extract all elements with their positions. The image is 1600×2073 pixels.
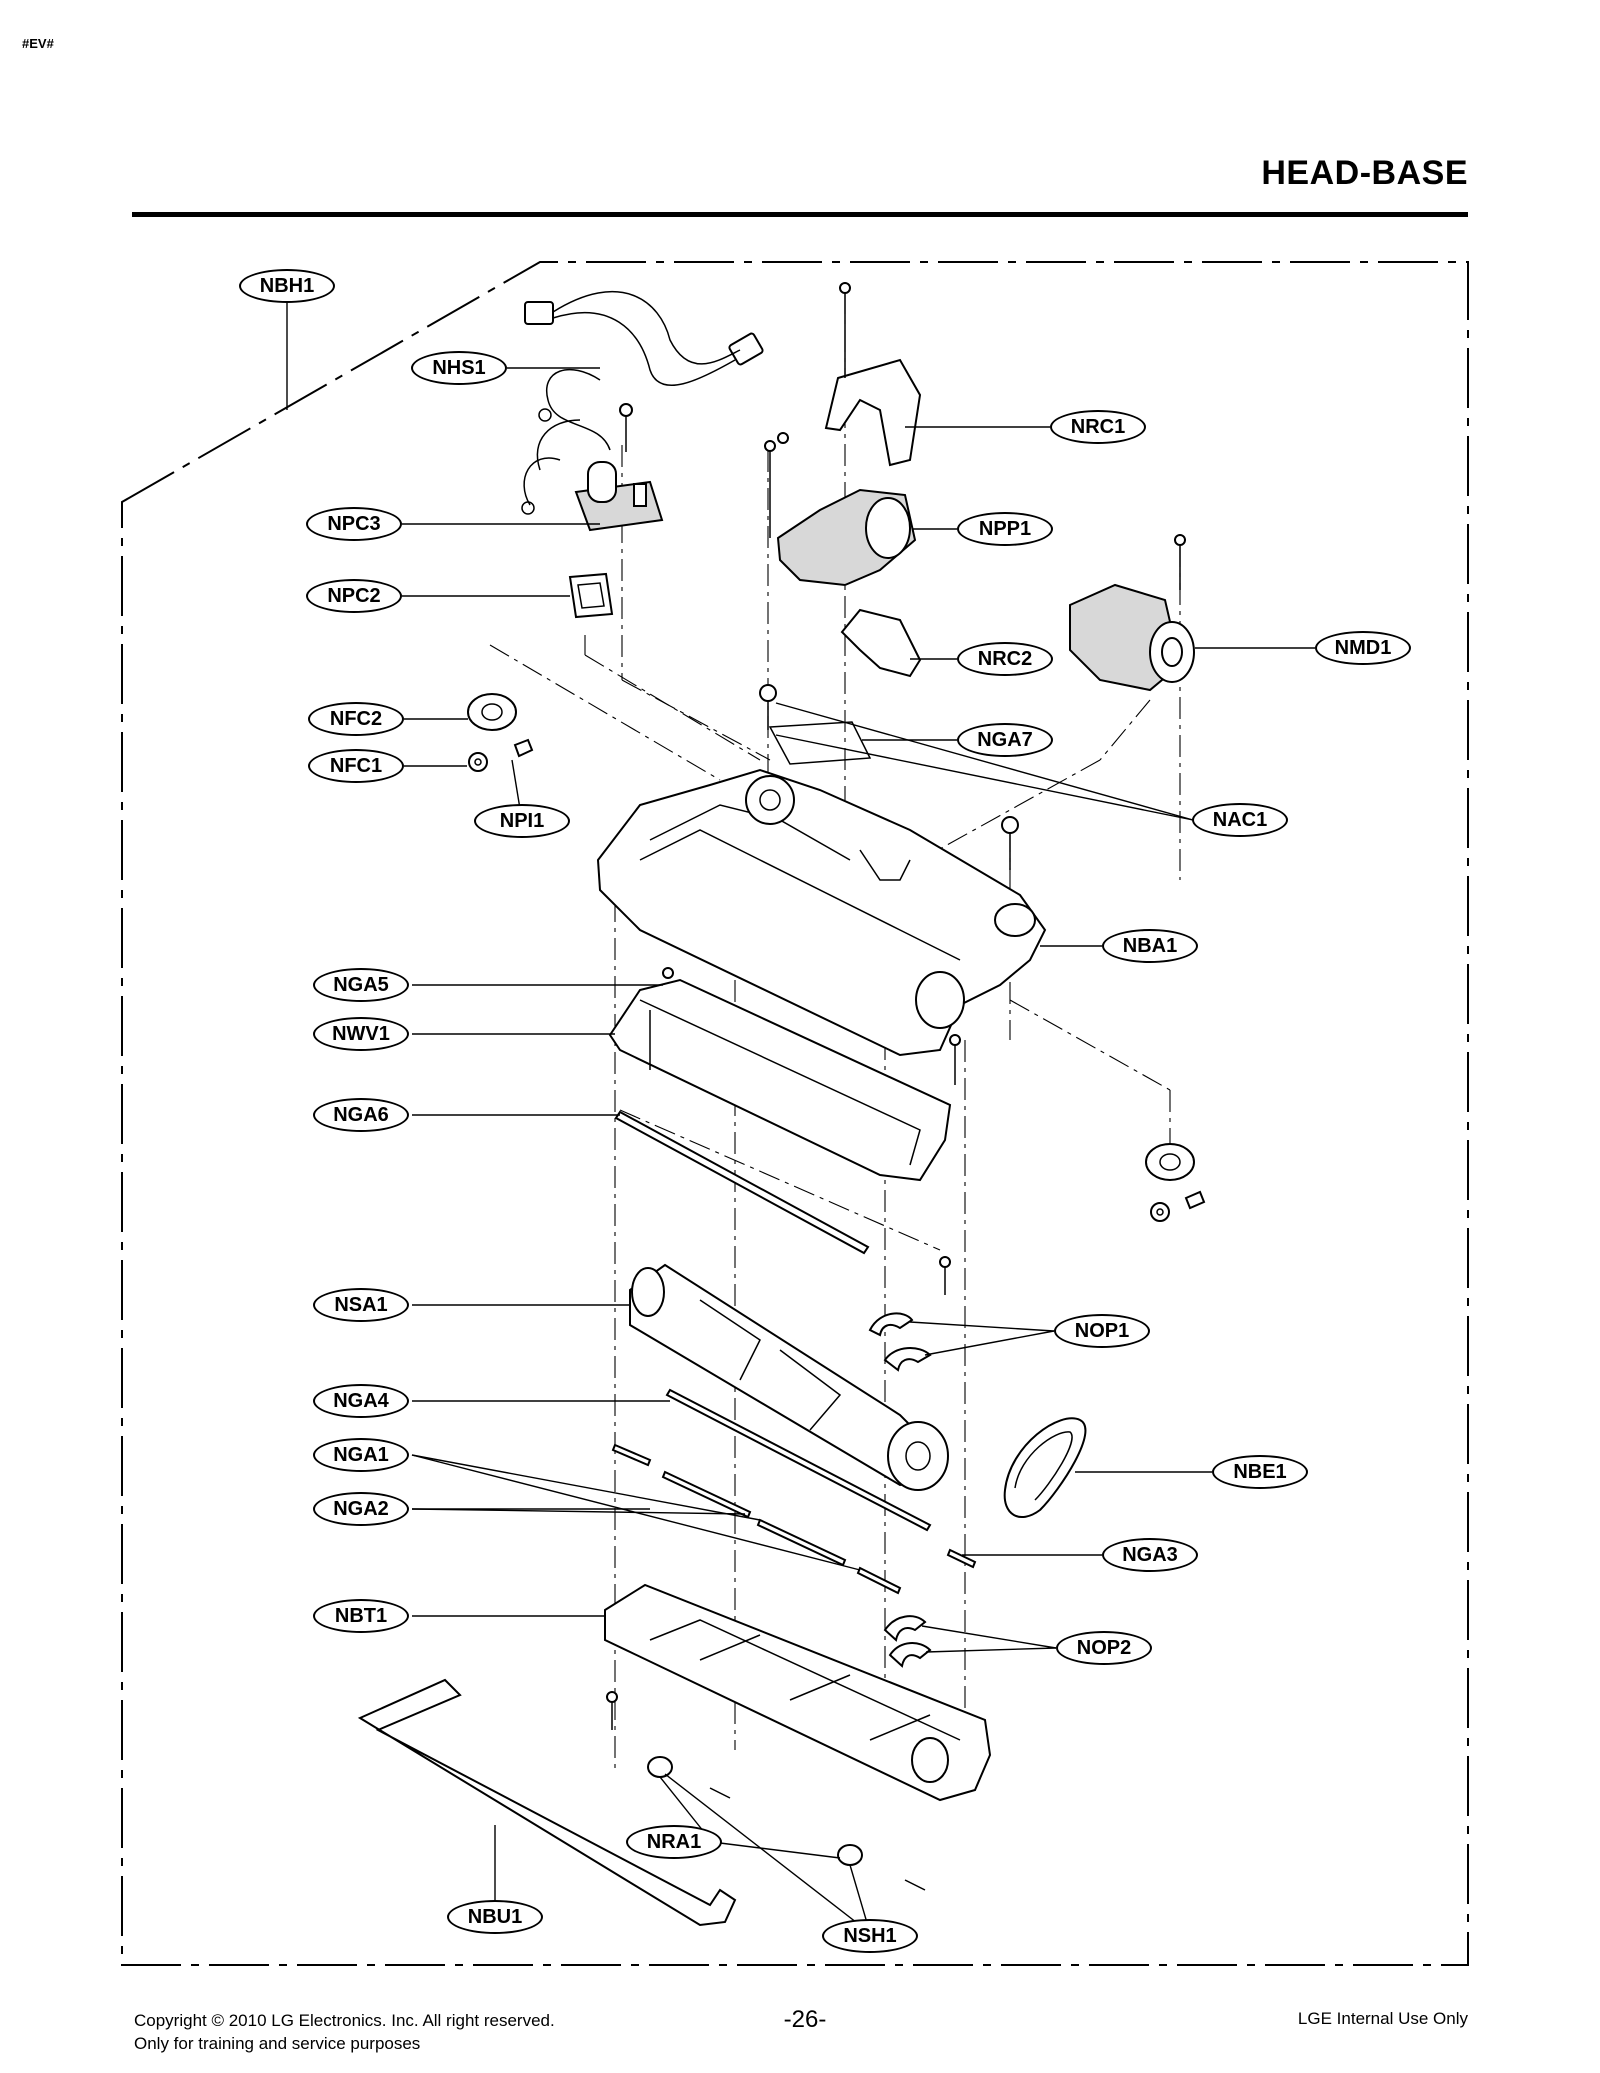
diagram-frame [121, 261, 1469, 1966]
agitator-part [629, 1263, 949, 1491]
small-screw-part [662, 967, 674, 979]
callout-NGA3[interactable]: NGA3 [1102, 1538, 1198, 1572]
window-cover-part [608, 978, 952, 1182]
callout-NFC2[interactable]: NFC2 [308, 702, 404, 736]
base-screws-part [606, 1034, 961, 1730]
page-title: HEAD-BASE [1261, 154, 1468, 192]
callout-NPI1[interactable]: NPI1 [474, 804, 570, 838]
callout-NGA7[interactable]: NGA7 [957, 723, 1053, 757]
callout-NGA6[interactable]: NGA6 [313, 1098, 409, 1132]
callout-NAC1[interactable]: NAC1 [1192, 803, 1288, 837]
callout-NSA1[interactable]: NSA1 [313, 1288, 409, 1322]
callout-NPP1[interactable]: NPP1 [957, 512, 1053, 546]
callout-NMD1[interactable]: NMD1 [1315, 631, 1411, 665]
title-rule [132, 212, 1468, 217]
belt-part [1003, 1417, 1087, 1519]
callout-NRA1[interactable]: NRA1 [626, 1825, 722, 1859]
callout-NWV1[interactable]: NWV1 [313, 1017, 409, 1051]
footer-left: Copyright © 2010 LG Electronics. Inc. Al… [134, 2009, 555, 2055]
callout-NGA2[interactable]: NGA2 [313, 1492, 409, 1526]
footer-note: Only for training and service purposes [134, 2034, 421, 2053]
callout-NBH1[interactable]: NBH1 [239, 269, 335, 303]
pcb-part [574, 403, 664, 532]
clamp-part [840, 608, 922, 678]
screw-part [759, 684, 1019, 870]
callout-NGA5[interactable]: NGA5 [313, 968, 409, 1002]
motor-part [1069, 534, 1195, 692]
gasket-part-long [614, 1110, 870, 1255]
footer-copyright: Copyright © 2010 LG Electronics. Inc. Al… [134, 2011, 555, 2030]
pipe-part [764, 432, 917, 587]
callout-NHS1[interactable]: NHS1 [411, 351, 507, 385]
roller-part [647, 1756, 926, 1891]
wheel-part [467, 693, 1206, 1222]
rear-cover-part [824, 282, 922, 467]
footer-classification: LGE Internal Use Only [1297, 2009, 1468, 2028]
callout-NBE1[interactable]: NBE1 [1212, 1455, 1308, 1489]
callout-NSH1[interactable]: NSH1 [822, 1919, 918, 1953]
callout-NOP2[interactable]: NOP2 [1056, 1631, 1152, 1665]
callout-NBA1[interactable]: NBA1 [1102, 929, 1198, 963]
callout-NFC1[interactable]: NFC1 [308, 749, 404, 783]
callout-NOP1[interactable]: NOP1 [1054, 1314, 1150, 1348]
callout-NBT1[interactable]: NBT1 [313, 1599, 409, 1633]
bumper-part [357, 1678, 737, 1927]
strip-gaskets [611, 1388, 977, 1595]
page-number: -26- [783, 2006, 827, 2033]
base-part [596, 768, 1047, 1057]
callout-NGA1[interactable]: NGA1 [313, 1438, 409, 1472]
wire-harness-part [521, 290, 764, 515]
bottom-plate-part [604, 1583, 992, 1802]
callout-NRC1[interactable]: NRC1 [1050, 410, 1146, 444]
callout-NRC2[interactable]: NRC2 [957, 642, 1053, 676]
clip-parts [868, 1312, 932, 1668]
callout-NPC2[interactable]: NPC2 [306, 579, 402, 613]
cover-part [568, 572, 614, 619]
callout-NPC3[interactable]: NPC3 [306, 507, 402, 541]
gasket-part-top [768, 721, 872, 765]
callout-NGA4[interactable]: NGA4 [313, 1384, 409, 1418]
callout-NBU1[interactable]: NBU1 [447, 1900, 543, 1934]
document-code: #EV# [22, 36, 54, 51]
